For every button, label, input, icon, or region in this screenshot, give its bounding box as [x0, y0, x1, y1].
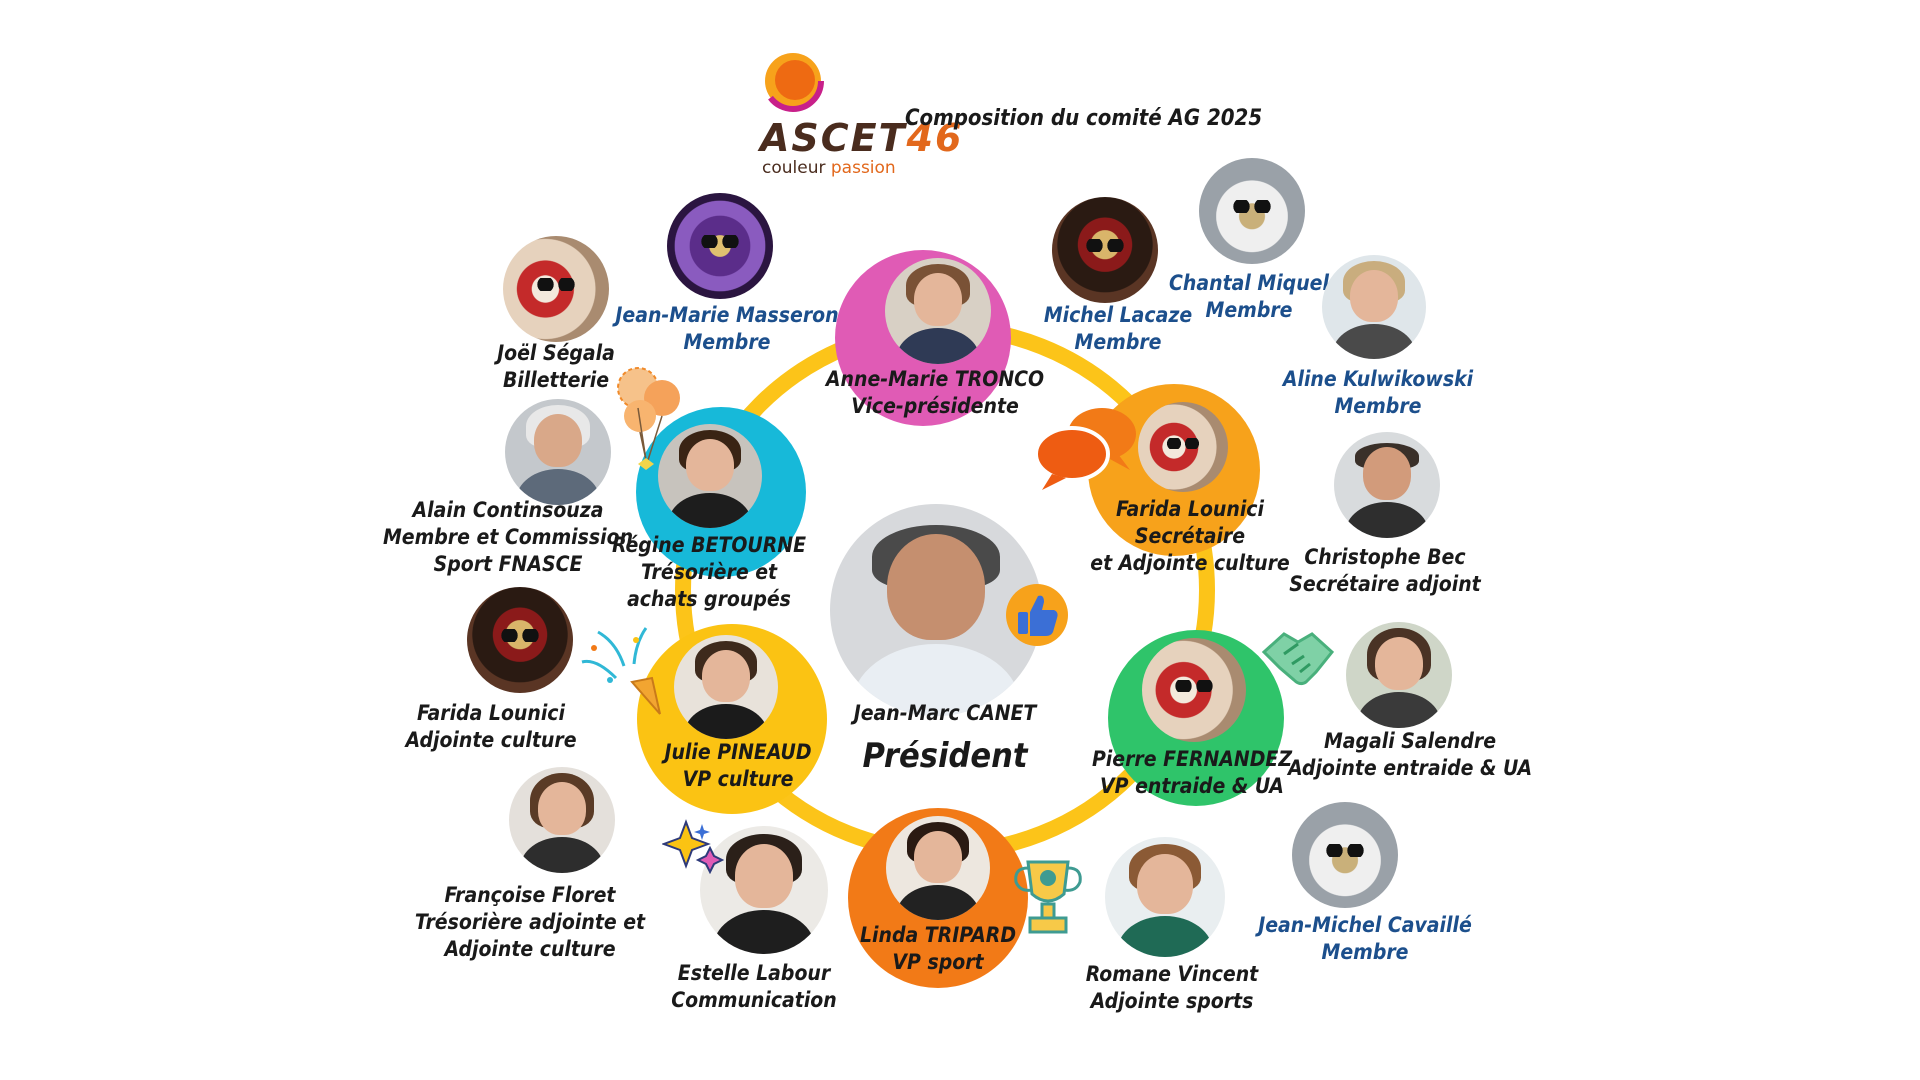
avatar	[886, 816, 990, 920]
avatar	[700, 826, 828, 954]
thumbs-up-icon	[1006, 584, 1068, 646]
speech-bubbles-icon	[1034, 408, 1136, 490]
avatar	[1105, 837, 1225, 957]
label-president-name: Jean-Marc CANET	[853, 701, 1037, 725]
party-popper-icon	[581, 627, 661, 715]
handshake-icon	[1261, 632, 1335, 686]
avatar	[885, 258, 991, 364]
page-title: Composition du comité AG 2025	[905, 106, 1263, 131]
sparkles-icon	[662, 819, 724, 874]
avatar	[1322, 255, 1426, 359]
avatar	[509, 767, 615, 873]
avatar	[1346, 622, 1452, 728]
avatar-mask	[503, 236, 609, 342]
logo-sun-icon	[762, 50, 824, 112]
avatar	[674, 635, 778, 739]
avatar	[658, 424, 762, 528]
label-president-role: Président	[862, 736, 1028, 776]
avatar	[505, 399, 611, 505]
avatar	[1334, 432, 1440, 538]
avatar-mask	[467, 587, 573, 693]
avatar-mask	[667, 193, 773, 299]
avatar-mask	[1142, 638, 1246, 742]
balloons-icon	[617, 367, 680, 470]
avatar-mask	[1199, 158, 1305, 264]
avatar-mask	[1292, 802, 1398, 908]
avatar-mask	[1052, 197, 1158, 303]
logo-tagline: couleur passion	[762, 158, 896, 178]
avatar-mask	[1138, 402, 1228, 492]
logo-text: ASCET46	[760, 116, 964, 160]
trophy-icon	[1014, 860, 1082, 934]
